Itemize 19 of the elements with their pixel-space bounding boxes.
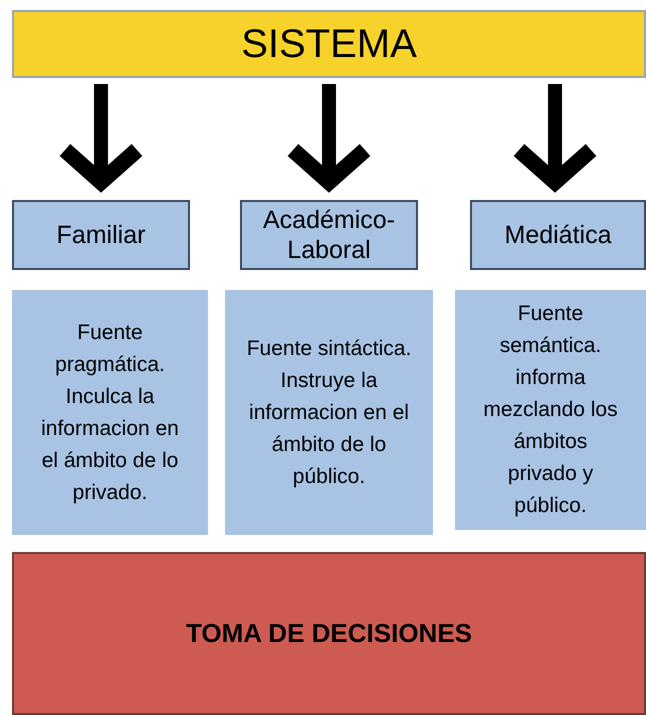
node-text: Fuente semántica. informa mezclando los ámbitos privado y público. bbox=[482, 301, 619, 519]
node-text: Mediática bbox=[504, 220, 612, 250]
description-box bbox=[225, 290, 433, 535]
arrow bbox=[285, 84, 373, 190]
title-bar bbox=[12, 10, 646, 78]
node-text: Académico- Laboral bbox=[262, 205, 396, 265]
description-box bbox=[455, 290, 646, 530]
description-box bbox=[12, 290, 208, 535]
node-text: SISTEMA bbox=[241, 21, 417, 68]
node-text: Fuente pragmática. Inculca la informacion en el ámbito de lo privado. bbox=[40, 320, 180, 506]
decision-box bbox=[12, 552, 646, 715]
node-text: Fuente sintáctica. Instruye la informacion en el ámbito de lo público. bbox=[246, 336, 412, 490]
arrow bbox=[511, 84, 599, 190]
arrow bbox=[57, 84, 145, 190]
category-box bbox=[12, 200, 190, 270]
category-box bbox=[240, 200, 418, 270]
node-text: Familiar bbox=[56, 220, 146, 250]
category-box bbox=[470, 200, 646, 270]
node-text: TOMA DE DECISIONES bbox=[186, 617, 472, 650]
